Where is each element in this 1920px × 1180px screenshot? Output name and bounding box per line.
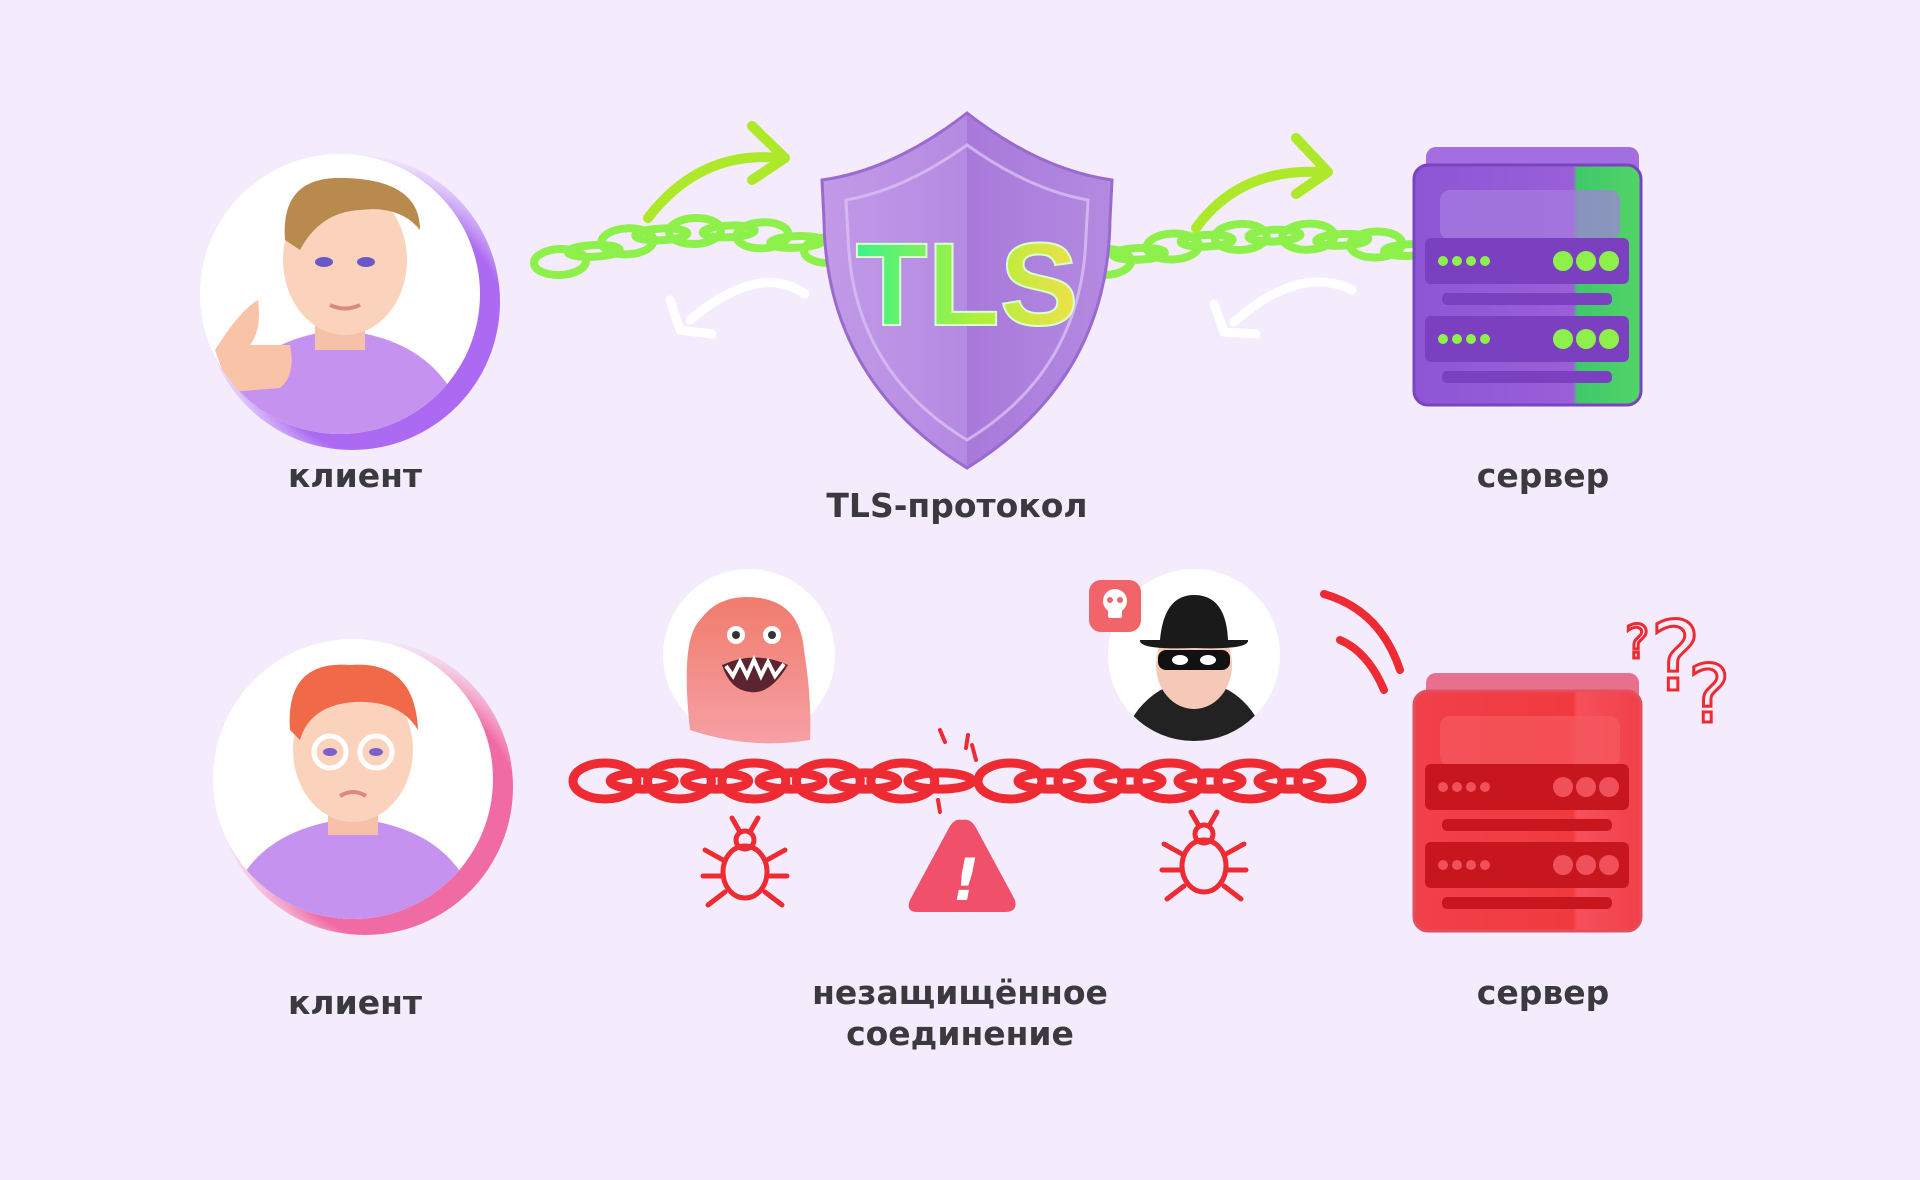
server-button	[1576, 777, 1596, 797]
server-button	[1576, 329, 1596, 349]
chain-link	[1053, 758, 1127, 804]
server-button	[1576, 251, 1596, 271]
chain-link	[530, 244, 590, 280]
server-bar	[1442, 293, 1612, 305]
server-bar	[1442, 819, 1612, 831]
server-led	[1452, 256, 1462, 266]
server-button	[1599, 251, 1619, 271]
broken-chain-left	[568, 758, 977, 804]
secure-server-label: сервер	[1477, 456, 1609, 495]
chain-link	[829, 768, 903, 794]
chain-link	[1133, 758, 1207, 804]
server-slot	[1425, 238, 1629, 284]
server-led	[1466, 860, 1476, 870]
monster-icon	[663, 569, 835, 744]
chain-link	[973, 758, 1047, 804]
hacker-icon	[1089, 569, 1280, 741]
server-button	[1553, 855, 1573, 875]
chain-link	[1093, 768, 1167, 794]
server-led	[1438, 860, 1448, 870]
user-icon	[215, 177, 470, 434]
chain-link	[698, 221, 759, 242]
secure-client-label: клиент	[288, 456, 422, 495]
chain-link	[631, 224, 692, 245]
secure-chain-left	[530, 213, 860, 280]
insecure-connection-label-line1: незащищённое	[812, 973, 1108, 1012]
broken-chain-right	[973, 758, 1367, 804]
server-led	[1480, 334, 1490, 344]
chain-link	[791, 758, 865, 804]
server-button	[1599, 855, 1619, 875]
warning-icon: !	[908, 819, 1016, 914]
insecure-client-avatar	[213, 639, 513, 935]
server-slot	[1425, 842, 1629, 888]
skull-icon	[1089, 580, 1141, 632]
chain-link	[903, 768, 977, 794]
secure-chain-right	[1075, 219, 1440, 280]
insecure-connection-label-line2: соединение	[846, 1014, 1074, 1053]
chain-link	[563, 240, 624, 261]
insecure-client-label: клиент	[288, 983, 422, 1022]
server-button	[1576, 855, 1596, 875]
server-led	[1466, 782, 1476, 792]
worried-user-icon	[225, 664, 480, 919]
chain-link	[1108, 243, 1169, 264]
chain-link	[642, 758, 716, 804]
chain-link	[1213, 758, 1287, 804]
server-button	[1599, 777, 1619, 797]
server-led	[1438, 256, 1448, 266]
server-led	[1452, 782, 1462, 792]
arrow-icon-back	[665, 277, 1357, 339]
server-led	[1438, 334, 1448, 344]
server-bar	[1442, 897, 1612, 909]
server-slot	[1425, 316, 1629, 362]
server-button	[1553, 329, 1573, 349]
bug-icon-left	[700, 815, 790, 908]
question-icon: ? ? ?	[1624, 600, 1732, 743]
chain-link	[1176, 230, 1237, 251]
shield-icon: TLS	[820, 111, 1114, 470]
chain-link	[605, 768, 679, 794]
question-mark: ?	[1650, 601, 1701, 713]
warning-symbol: !	[953, 846, 979, 914]
insecure-server-icon	[1412, 673, 1643, 933]
chain-link	[1253, 768, 1327, 794]
shield-tls-text: TLS	[856, 219, 1079, 351]
server-led	[1466, 256, 1476, 266]
secure-server-icon	[1412, 147, 1643, 407]
chain-break-sparks	[936, 728, 978, 814]
chain-link	[680, 768, 754, 794]
question-mark: ?	[1625, 615, 1649, 669]
secure-client-avatar	[200, 154, 500, 450]
chain-link	[568, 758, 642, 804]
server-led	[1480, 860, 1490, 870]
server-button	[1553, 777, 1573, 797]
bug-icon-right	[1159, 809, 1249, 902]
chain-link	[1210, 219, 1271, 255]
chain-link	[754, 768, 828, 794]
server-button	[1553, 251, 1573, 271]
chain-link	[1312, 229, 1373, 250]
signal-lines	[1320, 590, 1404, 694]
question-mark: ?	[1688, 648, 1730, 741]
server-button	[1599, 329, 1619, 349]
server-bar	[1442, 371, 1612, 383]
chain-link	[1244, 225, 1305, 246]
server-led	[1466, 334, 1476, 344]
server-led	[1438, 782, 1448, 792]
chain-link	[1013, 768, 1087, 794]
server-led	[1480, 256, 1490, 266]
chain-link	[717, 758, 791, 804]
chain-link	[866, 758, 940, 804]
server-led	[1480, 782, 1490, 792]
server-led	[1452, 334, 1462, 344]
insecure-server-label: сервер	[1477, 973, 1609, 1012]
server-slot	[1425, 764, 1629, 810]
chain-link	[1293, 758, 1367, 804]
server-led	[1452, 860, 1462, 870]
arrow-icon-forward-left	[643, 121, 1333, 233]
chain-link	[1173, 768, 1247, 794]
tls-protocol-label: TLS-протокол	[826, 486, 1087, 525]
